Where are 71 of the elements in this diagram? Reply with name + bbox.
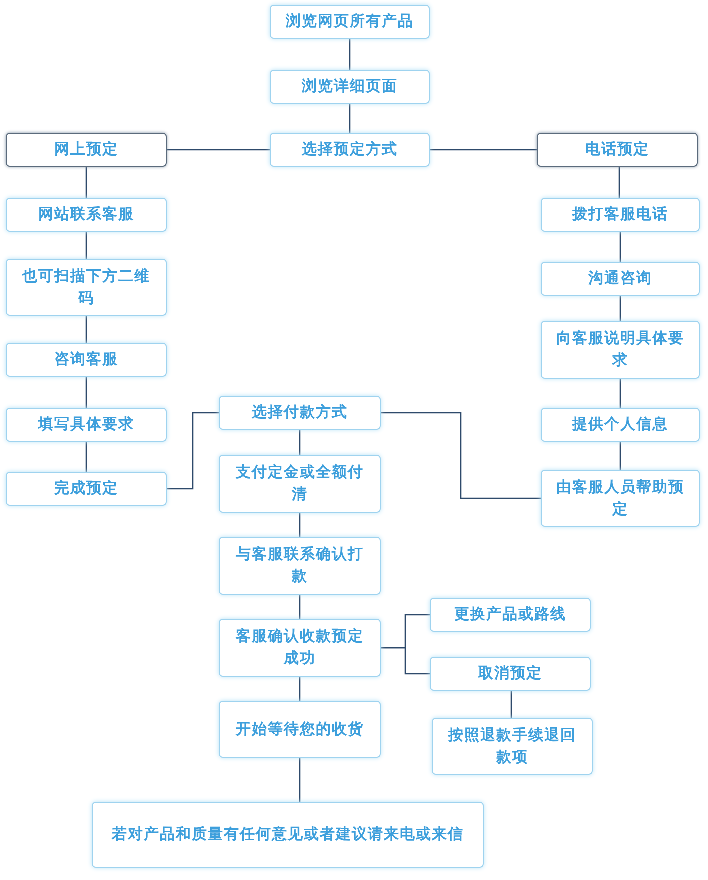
step-text: 电话预定 — [586, 139, 650, 160]
connector-line — [86, 442, 88, 472]
process-box — [537, 133, 698, 167]
connector-line — [167, 412, 219, 490]
process-box — [6, 343, 167, 377]
process-box — [219, 537, 381, 595]
connector-line — [510, 691, 512, 718]
step-text: 咨询客服 — [54, 349, 118, 370]
connector-line — [86, 377, 88, 408]
connector-line — [620, 232, 622, 262]
process-box — [219, 619, 381, 677]
step-text: 也可扫描下方二维码 — [21, 266, 152, 308]
connector-line — [618, 167, 620, 198]
process-box — [541, 262, 700, 296]
connector-line — [167, 149, 270, 151]
step-text: 按照退款手续退回款项 — [447, 724, 578, 768]
step-text: 填写具体要求 — [38, 414, 134, 436]
process-box — [432, 718, 593, 775]
connector-line — [299, 677, 301, 701]
connector-line — [349, 39, 351, 70]
process-box — [6, 472, 167, 506]
connector-line — [86, 167, 88, 198]
step-text: 选择预定方式 — [302, 139, 398, 160]
step-text: 网上预定 — [54, 139, 118, 160]
step-text: 选择付款方式 — [252, 402, 348, 424]
connector-line — [86, 232, 88, 259]
connector-line — [620, 442, 622, 470]
connector-line — [620, 379, 622, 408]
process-box — [541, 408, 700, 442]
step-text: 由客服人员帮助预定 — [556, 476, 686, 520]
step-text: 网站联系客服 — [38, 204, 134, 226]
step-text: 向客服说明具体要求 — [556, 328, 686, 371]
process-box — [430, 598, 591, 632]
connector-line — [299, 758, 301, 802]
step-text: 拨打客服电话 — [572, 204, 668, 226]
process-box — [270, 70, 430, 104]
step-text: 完成预定 — [54, 478, 118, 500]
step-text: 若对产品和质量有任何意见或者建议请来电或来信 — [112, 824, 464, 846]
connector-line — [86, 316, 88, 343]
connector-line — [299, 430, 301, 455]
process-box — [92, 802, 484, 868]
connector-line — [299, 595, 301, 619]
process-box — [430, 657, 591, 691]
process-box — [541, 321, 700, 379]
process-box — [219, 396, 381, 430]
step-text: 客服确认收款预定成功 — [235, 626, 365, 669]
step-text: 更换产品或路线 — [454, 604, 566, 626]
step-text: 浏览详细页面 — [302, 76, 398, 98]
step-text: 浏览网页所有产品 — [286, 11, 414, 32]
process-box — [270, 133, 430, 167]
connector-line — [349, 104, 351, 133]
process-box — [270, 5, 430, 39]
process-box — [541, 198, 700, 232]
connector-line — [381, 412, 541, 500]
process-box — [219, 455, 381, 513]
process-box — [6, 133, 167, 167]
process-box — [6, 198, 167, 232]
connector-line — [430, 149, 537, 151]
step-text: 开始等待您的收货 — [236, 718, 364, 740]
process-box — [219, 701, 381, 758]
process-box — [6, 259, 167, 316]
step-text: 沟通咨询 — [588, 268, 652, 290]
step-text: 支付定金或全额付清 — [235, 462, 365, 505]
connector-line — [299, 513, 301, 537]
step-text: 取消预定 — [478, 663, 542, 684]
step-text: 提供个人信息 — [572, 414, 668, 436]
process-box — [541, 470, 700, 527]
connector-line — [620, 296, 622, 321]
process-box — [6, 408, 167, 442]
step-text: 与客服联系确认打款 — [235, 544, 365, 587]
connector-line — [381, 647, 430, 675]
